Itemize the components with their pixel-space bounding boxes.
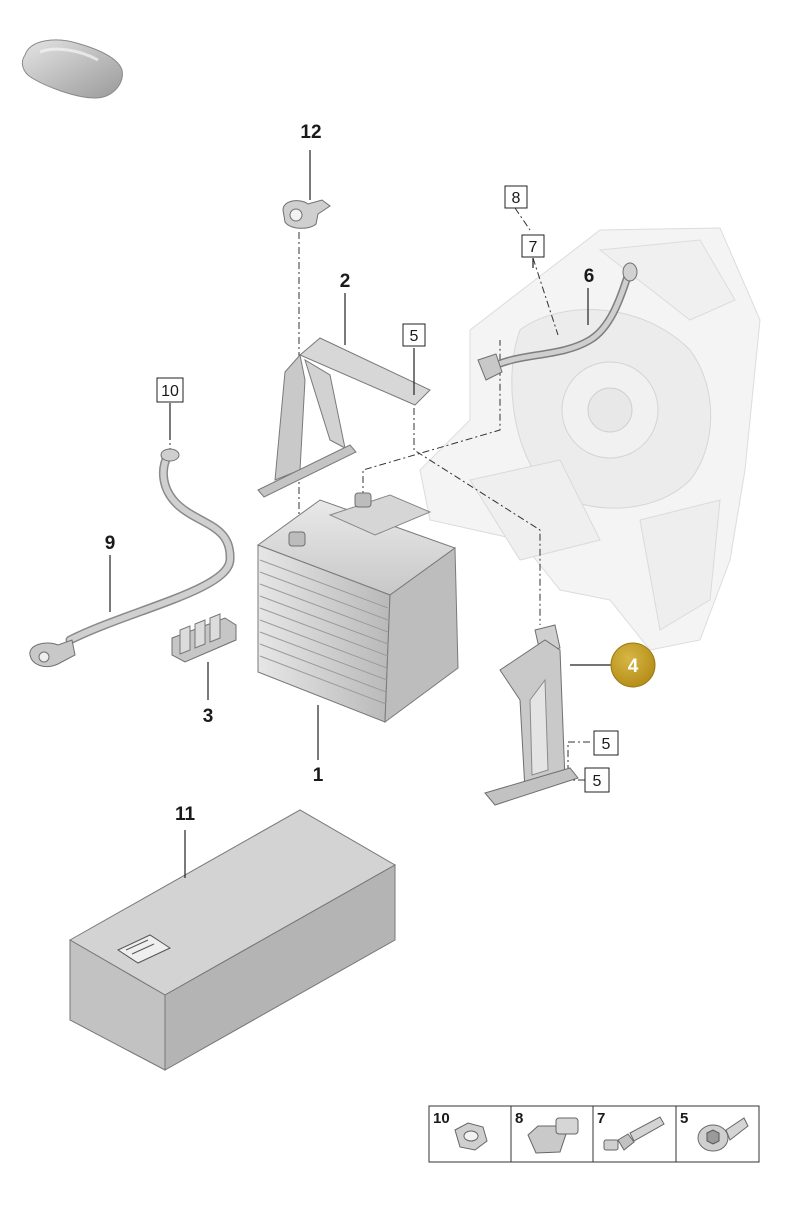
boxed-callouts: 8 7 5 10 5 5 [156, 185, 619, 793]
fastener-legend: 10 8 7 5 [428, 1105, 760, 1163]
vehicle-body-structure [419, 227, 761, 651]
callout-4[interactable]: 4 [628, 656, 639, 677]
battery-cable [29, 448, 235, 668]
battery-packaging-box [68, 809, 397, 1071]
callout-9[interactable]: 9 [105, 533, 116, 554]
callout-11[interactable]: 11 [175, 804, 196, 825]
legend-item-5[interactable]: 5 [680, 1110, 749, 1152]
svg-text:8: 8 [515, 1110, 523, 1127]
callout-labels: 12 2 6 9 3 1 11 [105, 122, 595, 825]
callout-8[interactable]: 8 [512, 190, 521, 207]
battery-support-bracket [484, 624, 579, 806]
fuse-holder [171, 613, 237, 663]
callout-5-mid[interactable]: 5 [602, 736, 611, 753]
callout-7[interactable]: 7 [529, 239, 538, 256]
callout-1[interactable]: 1 [313, 765, 324, 786]
terminal-clamp [282, 199, 331, 229]
callout-3[interactable]: 3 [203, 706, 214, 727]
callout-2[interactable]: 2 [340, 271, 351, 292]
hold-down-bracket [257, 337, 431, 498]
stud-bolt-icon [603, 1116, 665, 1151]
battery [256, 492, 459, 724]
hex-bolt-icon [527, 1117, 579, 1154]
legend-item-10[interactable]: 10 [433, 1110, 488, 1151]
leader-lines [109, 150, 612, 878]
svg-text:5: 5 [680, 1110, 688, 1127]
callout-6[interactable]: 6 [584, 266, 595, 287]
svg-text:7: 7 [597, 1110, 605, 1127]
callout-4-badge[interactable]: 4 [610, 642, 656, 688]
callout-12[interactable]: 12 [300, 122, 321, 143]
callout-10[interactable]: 10 [161, 383, 179, 400]
callout-5-top[interactable]: 5 [410, 328, 419, 345]
torx-screw-icon [697, 1117, 749, 1152]
ground-strap [477, 262, 638, 381]
callout-5-low[interactable]: 5 [593, 773, 602, 790]
hex-nut-icon [454, 1122, 488, 1151]
legend-item-8[interactable]: 8 [515, 1110, 579, 1154]
svg-text:10: 10 [433, 1110, 450, 1127]
legend-item-7[interactable]: 7 [597, 1110, 665, 1151]
vehicle-silhouette-icon [21, 39, 123, 99]
